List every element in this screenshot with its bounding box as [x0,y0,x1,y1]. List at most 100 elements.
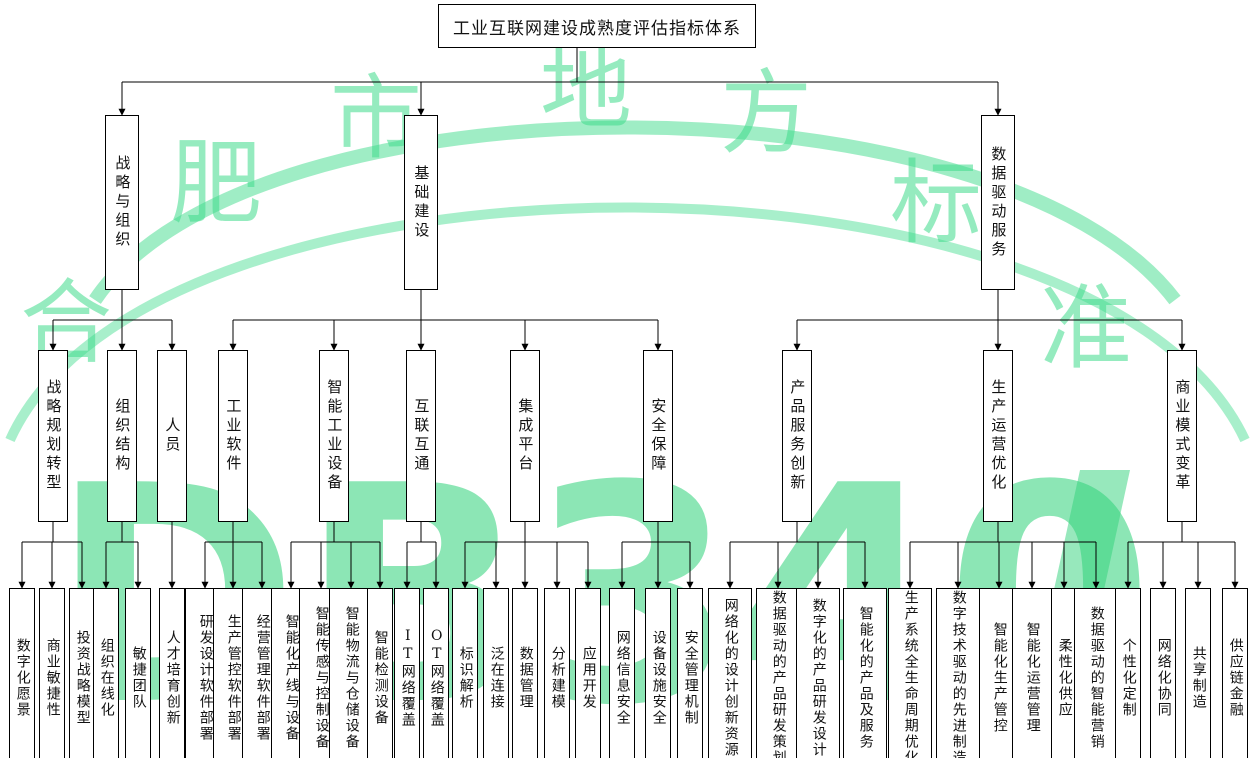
l1-node-2: 基础建设 [404,115,438,290]
l3-node-26-label: 数字化的产品研发设计 [810,598,827,758]
l1-node-3-label: 数据驱动服务 [989,145,1008,260]
l3-node-16-label: 标识解析 [457,646,474,710]
l3-node-6: 人才培育创新 [159,588,185,758]
l1-node-1-label: 战略与组织 [113,155,132,250]
l3-node-3-label: 投资战略模型 [74,630,91,726]
l3-node-19: 分析建模 [544,588,570,758]
l3-node-17-label: 泛在连接 [488,646,505,710]
l3-node-14-label: IT网络覆盖 [399,628,416,728]
l3-node-32: 柔性化供应 [1051,588,1077,758]
l3-node-30-label: 智能化生产管控 [991,622,1008,734]
l3-node-36-label: 共享制造 [1190,646,1207,710]
watermark-char-2: 肥 [170,130,262,237]
l3-node-21-label: 网络信息安全 [614,630,631,726]
l3-node-17: 泛在连接 [483,588,509,758]
l3-node-11-label: 智能传感与控制设备 [313,606,330,750]
l3-node-28: 生产系统全生命周期优化 [888,588,932,758]
l3-node-31-label: 智能化运营管理 [1024,622,1041,734]
l2-node-10: 生产运营优化 [983,350,1013,522]
l3-node-33-label: 数据驱动的智能营销 [1088,606,1105,750]
l3-node-16: 标识解析 [452,588,478,758]
watermark-char-4: 地 [540,35,632,142]
l3-node-24-label: 网络化的设计创新资源 [722,598,739,758]
l3-node-20: 应用开发 [575,588,601,758]
l3-node-35: 网络化协同 [1150,588,1176,758]
l3-node-31: 智能化运营管理 [1012,588,1052,758]
l3-node-10-label: 智能化产线与设备 [283,614,300,742]
l3-node-36: 共享制造 [1185,588,1211,758]
l3-node-21: 网络信息安全 [609,588,635,758]
l3-node-37-label: 供应链金融 [1227,638,1244,718]
l3-node-6-label: 人才培育创新 [164,630,181,726]
l3-node-22: 设备设施安全 [645,588,671,758]
l2-node-3: 人员 [157,350,187,522]
l3-node-1-label: 数字化愿景 [14,638,31,718]
l2-node-1-label: 战略规划转型 [44,379,63,493]
l3-node-15-label: OT网络覆盖 [428,628,445,728]
l2-node-5-label: 智能工业设备 [325,379,344,493]
l2-node-8-label: 安全保障 [649,398,668,474]
l3-node-26: 数字化的产品研发设计 [796,588,840,758]
l3-node-27: 智能化的产品及服务 [843,588,887,758]
l3-node-25-label: 数据驱动的产品研发策划 [770,590,787,758]
l2-node-6-label: 互联互通 [412,398,431,474]
l3-node-22-label: 设备设施安全 [650,630,667,726]
l3-node-8-label: 生产管控软件部署 [225,614,242,742]
l2-node-5: 智能工业设备 [319,350,349,522]
l2-node-11-label: 商业模式变革 [1173,379,1192,493]
l2-node-3-label: 人员 [163,417,182,455]
l1-node-2-label: 基础建设 [412,164,431,241]
l3-node-3: 投资战略模型 [69,588,95,758]
l3-node-15: OT网络覆盖 [423,588,449,758]
l3-node-18-label: 数据管理 [517,646,534,710]
l3-node-12-label: 智能物流与仓储设备 [343,606,360,750]
l2-node-8: 安全保障 [643,350,673,522]
l3-node-1: 数字化愿景 [9,588,35,758]
l3-node-2: 商业敏捷性 [39,588,65,758]
l3-node-4: 组织在线化 [93,588,119,758]
l2-node-7-label: 集成平台 [516,398,535,474]
l3-node-4-label: 组织在线化 [98,638,115,718]
l3-node-13: 智能检测设备 [367,588,393,758]
l2-node-2-label: 组织结构 [113,398,132,474]
l3-node-19-label: 分析建模 [549,646,566,710]
l3-node-34: 个性化定制 [1115,588,1141,758]
l2-node-9: 产品服务创新 [782,350,812,522]
l3-node-14: IT网络覆盖 [394,588,420,758]
watermark-char-7: 准 [1040,275,1132,382]
l1-node-3: 数据驱动服务 [981,115,1015,290]
l3-node-32-label: 柔性化供应 [1056,638,1073,718]
l3-node-35-label: 网络化协同 [1155,638,1172,718]
l3-node-23-label: 安全管理机制 [682,630,699,726]
l3-node-28-label: 生产系统全生命周期优化 [902,590,919,758]
l3-node-37: 供应链金融 [1222,588,1248,758]
l2-node-1: 战略规划转型 [38,350,68,522]
l2-node-4: 工业软件 [218,350,248,522]
l3-node-12: 智能物流与仓储设备 [329,588,373,758]
l3-node-9-label: 经营管理软件部署 [254,614,271,742]
l3-node-23: 安全管理机制 [677,588,703,758]
l3-node-13-label: 智能检测设备 [372,630,389,726]
watermark-char-6: 标 [890,150,982,257]
l3-node-2-label: 商业敏捷性 [44,638,61,718]
l3-node-25: 数据驱动的产品研发策划 [756,588,800,758]
l2-node-7: 集成平台 [510,350,540,522]
l3-node-7-label: 研发设计软件部署 [197,614,214,742]
l2-node-2: 组织结构 [107,350,137,522]
l2-node-11: 商业模式变革 [1167,350,1197,522]
l3-node-33: 数据驱动的智能营销 [1074,588,1118,758]
l3-node-29: 数字技术驱动的先进制造 [936,588,980,758]
l3-node-24: 网络化的设计创新资源 [708,588,752,758]
l3-node-34-label: 个性化定制 [1120,638,1137,718]
root-title-box: 工业互联网建设成熟度评估指标体系 [438,4,756,48]
l3-node-29-label: 数字技术驱动的先进制造 [950,590,967,758]
l3-node-18: 数据管理 [512,588,538,758]
l3-node-5-label: 敏捷团队 [130,646,147,710]
l2-node-10-label: 生产运营优化 [989,379,1008,493]
l3-node-27-label: 智能化的产品及服务 [857,606,874,750]
l3-node-5: 敏捷团队 [125,588,151,758]
watermark-char-5: 方 [720,60,812,167]
l2-node-9-label: 产品服务创新 [788,379,807,493]
